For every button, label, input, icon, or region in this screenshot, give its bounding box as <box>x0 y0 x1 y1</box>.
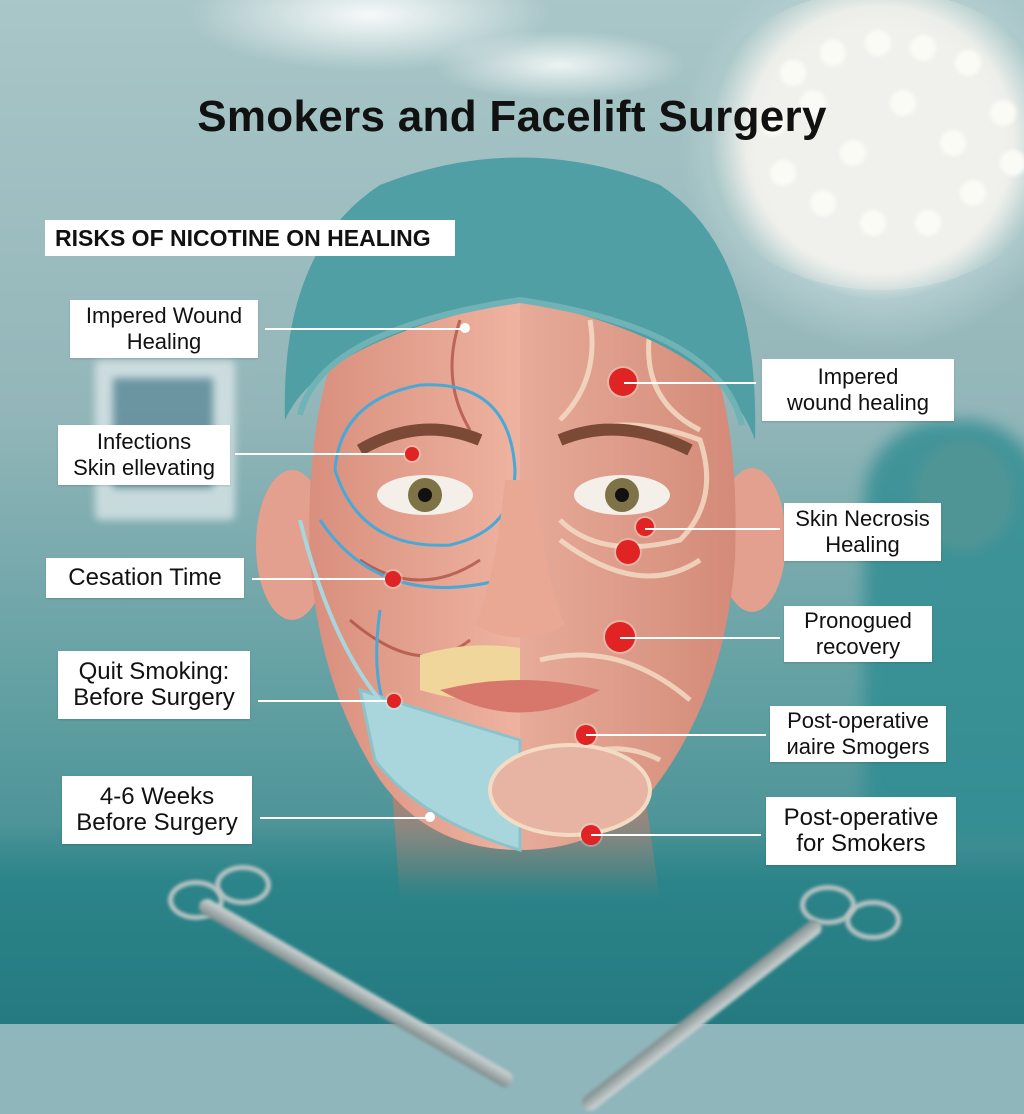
label-quit-smoking: Quit Smoking: Before Surgery <box>58 651 250 719</box>
label-skin-necrosis: Skin Necrosis Healing <box>784 503 941 561</box>
leader-line <box>586 734 766 736</box>
leader-line <box>620 637 780 639</box>
label-impered-wound-healing-right: Impered wound healing <box>762 359 954 421</box>
leader-line <box>624 382 756 384</box>
section-header: RISKS OF NICOTINE ON HEALING <box>45 220 455 256</box>
page-title: Smokers and Facelift Surgery <box>197 92 827 141</box>
marker-dot <box>385 571 401 587</box>
marker-dot <box>387 694 401 708</box>
leader-line <box>235 453 410 455</box>
marker-dot <box>425 812 435 822</box>
label-prolonged-recovery: Pronogued recovery <box>784 606 932 662</box>
surgical-light-icon <box>690 0 1024 290</box>
label-impered-wound-healing-left: Impered Wound Healing <box>70 300 258 358</box>
label-infections: Infections Skin ellevating <box>58 425 230 485</box>
leader-line <box>645 528 780 530</box>
label-4-6-weeks: 4-6 Weeks Before Surgery <box>62 776 252 844</box>
label-post-operative-1: Post-operative иaire Smogers <box>770 706 946 762</box>
leader-line <box>591 834 761 836</box>
leader-line <box>260 817 428 819</box>
label-post-operative-smokers: Post-operative for Smokers <box>766 797 956 865</box>
leader-line <box>265 328 465 330</box>
marker-dot <box>460 323 470 333</box>
label-cessation-time: Cesation Time <box>46 558 244 598</box>
leader-line <box>252 578 392 580</box>
leader-line <box>258 700 393 702</box>
marker-dot <box>405 447 419 461</box>
marker-dot <box>636 518 654 536</box>
marker-dot <box>616 540 640 564</box>
